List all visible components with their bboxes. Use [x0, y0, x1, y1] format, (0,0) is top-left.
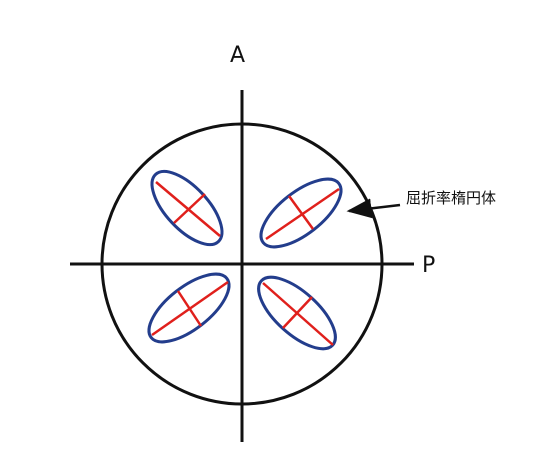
indicatrix-upper-right: [259, 177, 343, 249]
indicatrix-upper-left: [150, 169, 224, 247]
polarizer-label: P: [422, 253, 436, 278]
indicatrix-lower-right: [257, 275, 337, 351]
indicatrix-label: 屈折率楕円体: [406, 189, 497, 207]
indicatrix-pointer-arrow: [346, 198, 401, 219]
indicatrix-lower-left: [147, 272, 231, 344]
analyzer-label: A: [230, 43, 246, 68]
